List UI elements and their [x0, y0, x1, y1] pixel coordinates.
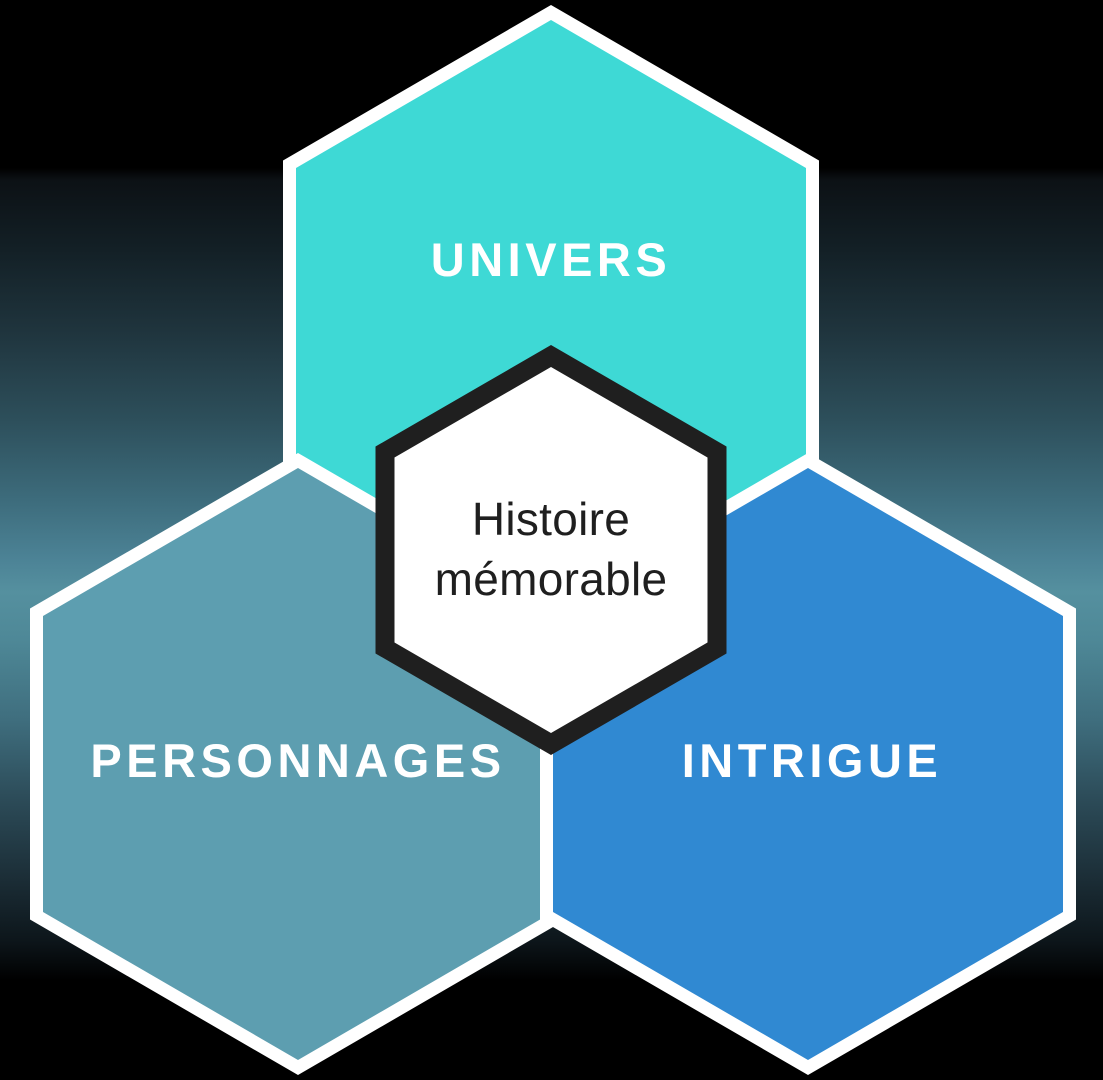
hexagon-center-shape — [375, 345, 727, 755]
hexagon-center-label-line2: mémorable — [435, 553, 668, 605]
hexagon-center-label-line1: Histoire — [472, 493, 630, 545]
hexagon-univers-label: UNIVERS — [431, 233, 671, 286]
hexagon-center-histoire[interactable]: Histoire mémorable — [375, 345, 727, 755]
hexagon-personnages-label: PERSONNAGES — [90, 734, 505, 787]
hexagon-intrigue-label: INTRIGUE — [682, 734, 943, 787]
